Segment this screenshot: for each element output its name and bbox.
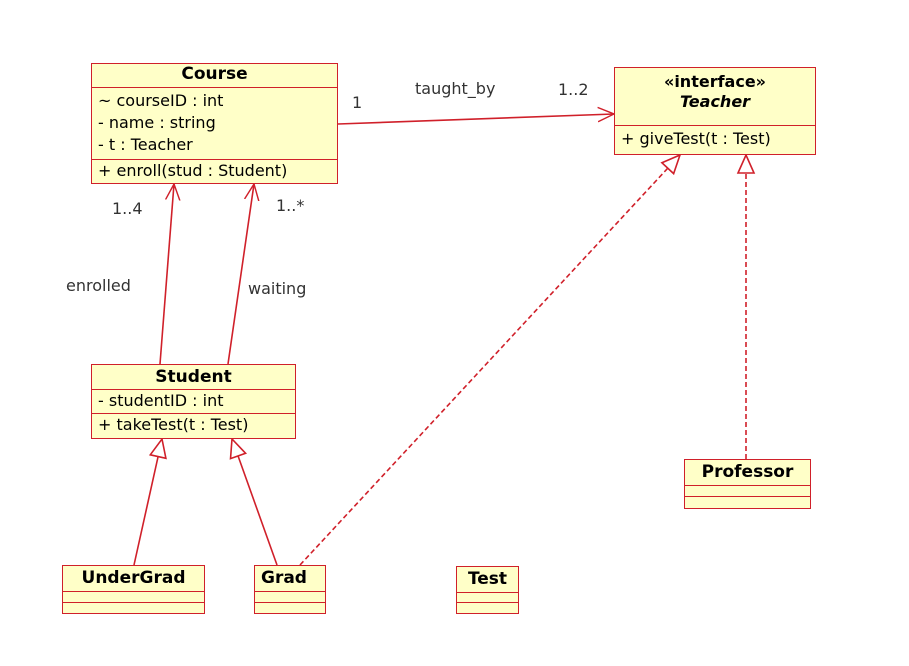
waiting-label: waiting — [248, 279, 307, 298]
enrolled-label: enrolled — [66, 276, 131, 295]
waiting-multiplicity: 1..* — [276, 196, 305, 215]
undergrad-generalization[interactable] — [133, 439, 162, 566]
undergrad-attributes — [63, 592, 204, 603]
test-class-name: Test — [457, 567, 518, 593]
professor-attributes — [685, 486, 810, 497]
professor-operations — [685, 497, 810, 508]
grad-class-name: Grad — [255, 566, 325, 592]
grad-realization[interactable] — [299, 155, 680, 566]
course-attribute-teacher: - t : Teacher — [98, 135, 193, 154]
teacher-interface-header: «interface» Teacher — [615, 68, 815, 126]
taught-by-association[interactable] — [337, 114, 614, 125]
student-attribute-student-id: - studentID : int — [98, 391, 224, 410]
professor-class[interactable]: Professor — [684, 459, 811, 509]
test-operations — [457, 603, 518, 613]
teacher-operations: + giveTest(t : Test) — [615, 126, 815, 150]
waiting-association[interactable] — [227, 184, 254, 365]
professor-class-name: Professor — [685, 460, 810, 486]
course-class[interactable]: Course ~ courseID : int - name : string … — [91, 63, 338, 184]
teacher-stereotype: «interface» — [663, 72, 767, 91]
student-operation-take-test: + takeTest(t : Test) — [98, 415, 249, 434]
undergrad-operations — [63, 603, 204, 613]
undergrad-class-name: UnderGrad — [63, 566, 204, 592]
enrolled-multiplicity: 1..4 — [112, 199, 143, 218]
student-operations: + takeTest(t : Test) — [92, 414, 295, 436]
course-class-name: Course — [92, 64, 337, 88]
grad-attributes — [255, 592, 325, 603]
undergrad-class[interactable]: UnderGrad — [62, 565, 205, 614]
taught-by-label: taught_by — [415, 79, 496, 98]
grad-class[interactable]: Grad — [254, 565, 326, 614]
grad-generalization[interactable] — [232, 439, 278, 566]
student-class[interactable]: Student - studentID : int + takeTest(t :… — [91, 364, 296, 439]
course-attribute-course-id: ~ courseID : int — [98, 91, 224, 110]
enrolled-association[interactable] — [159, 184, 174, 365]
teacher-interface[interactable]: «interface» Teacher + giveTest(t : Test) — [614, 67, 816, 155]
test-class[interactable]: Test — [456, 566, 519, 614]
grad-operations — [255, 603, 325, 613]
taught-by-target-multiplicity: 1..2 — [558, 80, 589, 99]
course-operations: + enroll(stud : Student) — [92, 160, 337, 182]
course-operation-enroll: + enroll(stud : Student) — [98, 161, 288, 180]
test-attributes — [457, 593, 518, 603]
course-attribute-name: - name : string — [98, 113, 216, 132]
taught-by-source-multiplicity: 1 — [352, 93, 363, 112]
teacher-interface-name: Teacher — [679, 92, 751, 111]
teacher-operation-give-test: + giveTest(t : Test) — [621, 129, 771, 148]
student-class-name: Student — [92, 365, 295, 390]
student-attributes: - studentID : int — [92, 390, 295, 414]
course-attributes: ~ courseID : int - name : string - t : T… — [92, 88, 337, 160]
